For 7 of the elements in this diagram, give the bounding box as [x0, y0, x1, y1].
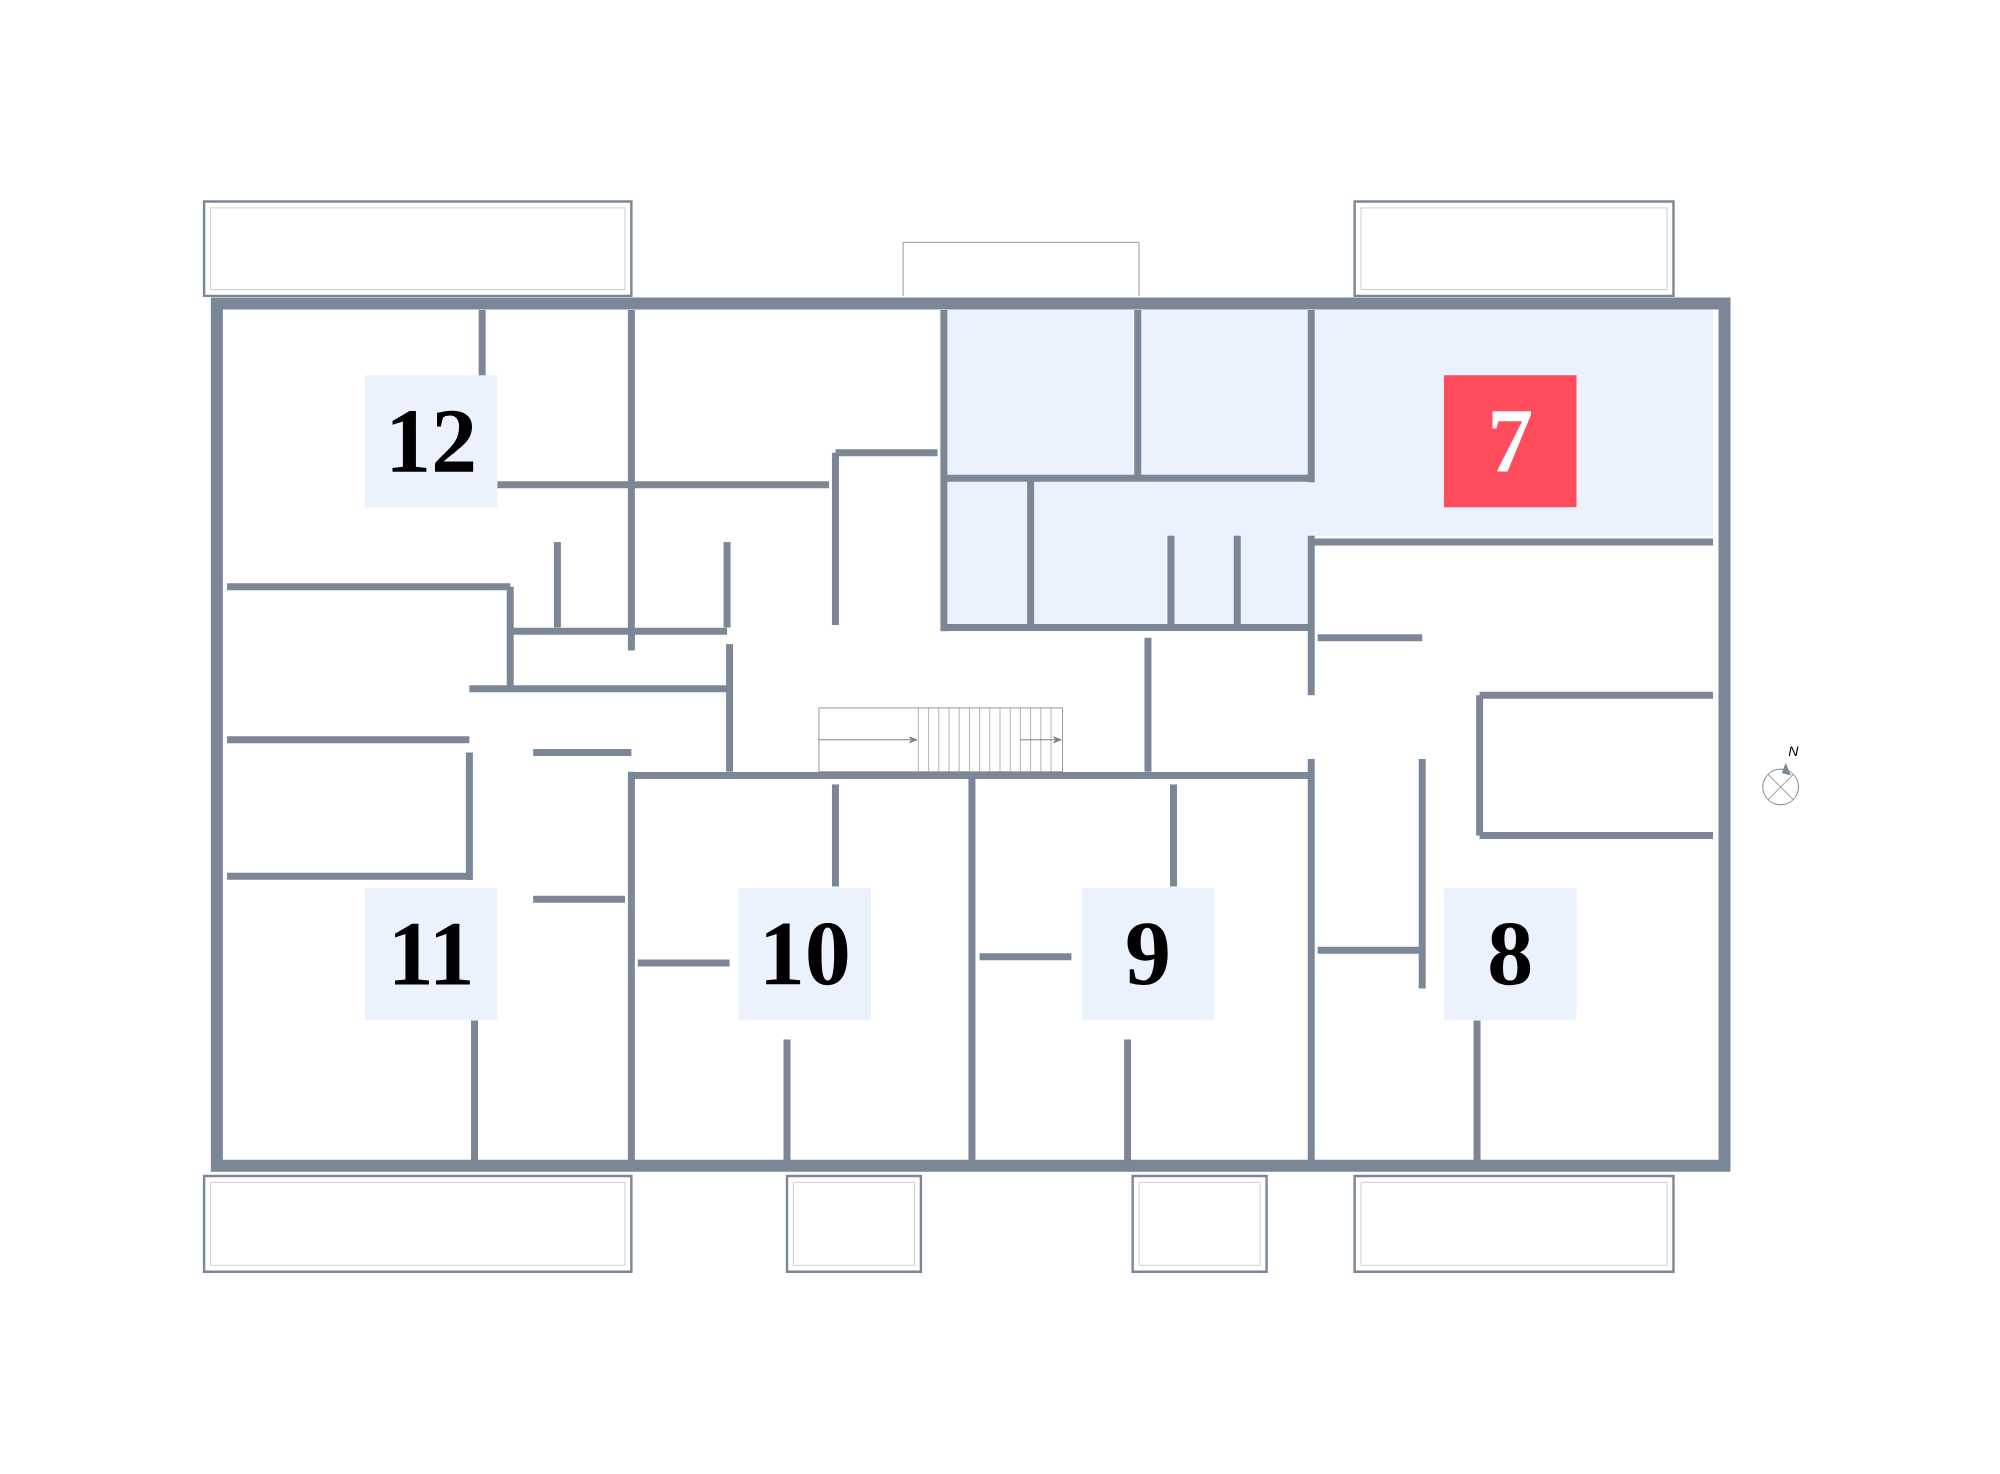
- apartment-number: 8: [1443, 887, 1577, 1020]
- apartment-number: 11: [364, 887, 498, 1020]
- apartment-number: 7: [1443, 375, 1577, 508]
- apartment-number: 12: [364, 375, 498, 508]
- compass-label: N: [1788, 746, 1799, 756]
- apartment-number: 9: [1081, 887, 1215, 1020]
- apartment-number: 10: [738, 887, 872, 1020]
